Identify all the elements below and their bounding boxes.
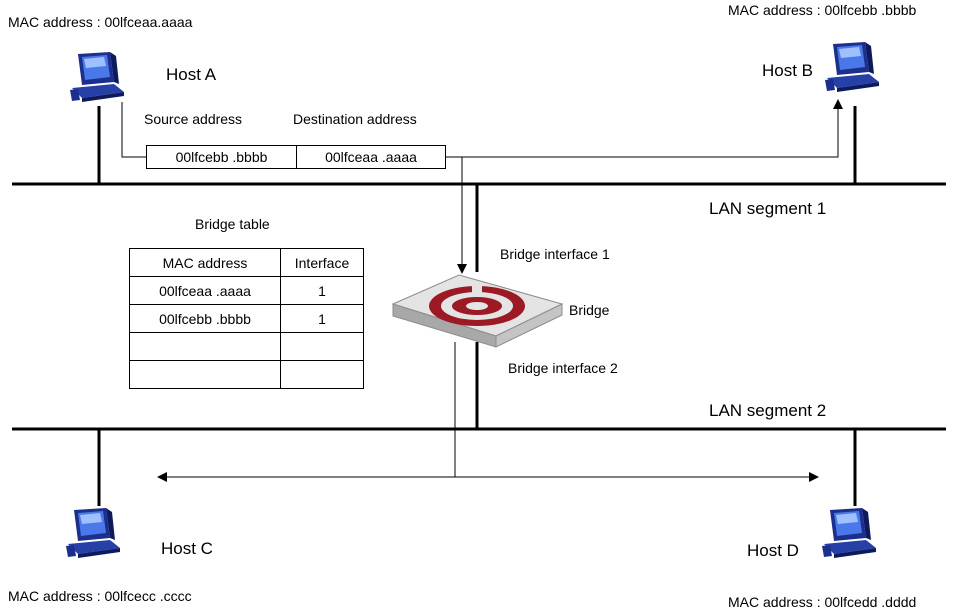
bridge-table: MAC address Interface 00lfceaa .aaaa 1 0… — [129, 248, 364, 389]
host-d-name: Host D — [747, 541, 799, 560]
table-cell-mac — [129, 360, 281, 389]
host-c-mac-label: MAC address : 00lfcecc .cccc — [8, 588, 192, 604]
host-a-mac-label: MAC address : 00lfceaa.aaaa — [8, 14, 193, 30]
frame-destination-header: Destination address — [293, 111, 417, 127]
host-c-name: Host C — [161, 539, 213, 558]
bridge-label: Bridge — [569, 302, 610, 318]
table-cell-mac: 00lfcebb .bbbb — [129, 304, 281, 333]
host-b-name: Host B — [762, 61, 814, 80]
table-row: 00lfceaa .aaaa 1 — [129, 276, 364, 305]
table-header-row: MAC address Interface — [129, 248, 364, 277]
table-header-interface: Interface — [280, 248, 364, 277]
host-a-computer-icon — [70, 52, 124, 102]
table-cell-interface: 1 — [280, 304, 364, 333]
frame-source-header: Source address — [144, 111, 243, 127]
table-cell-mac: 00lfceaa .aaaa — [129, 276, 281, 305]
table-row — [129, 360, 364, 389]
table-cell-interface — [280, 332, 364, 361]
table-cell-interface — [280, 360, 364, 389]
table-cell-interface: 1 — [280, 276, 364, 305]
host-b-computer-icon — [825, 42, 879, 92]
frame-path-to-host-b — [446, 99, 843, 158]
host-a-name: Host A — [166, 65, 217, 84]
bridge-icon — [391, 274, 564, 348]
host-d-computer-icon — [822, 508, 876, 558]
lan-segment-1-label: LAN segment 1 — [709, 199, 827, 218]
table-cell-mac — [129, 332, 281, 361]
frame-destination-value: 00lfceaa .aaaa — [296, 145, 446, 169]
host-d-mac-label: MAC address : 00lfcedd .dddd — [728, 594, 917, 610]
lan-segment-2-label: LAN segment 2 — [709, 401, 827, 420]
table-header-mac: MAC address — [129, 248, 281, 277]
bridge-interface-1-label: Bridge interface 1 — [500, 246, 610, 262]
frame-source-value: 00lfcebb .bbbb — [146, 145, 297, 169]
table-row: 00lfcebb .bbbb 1 — [129, 304, 364, 333]
table-row — [129, 332, 364, 361]
host-c-computer-icon — [66, 508, 120, 558]
host-b-mac-label: MAC address : 00lfcebb .bbbb — [728, 2, 917, 18]
bridge-interface-2-label: Bridge interface 2 — [508, 360, 618, 376]
bridge-table-title: Bridge table — [195, 216, 270, 232]
frame-path-from-host-a — [121, 102, 146, 158]
